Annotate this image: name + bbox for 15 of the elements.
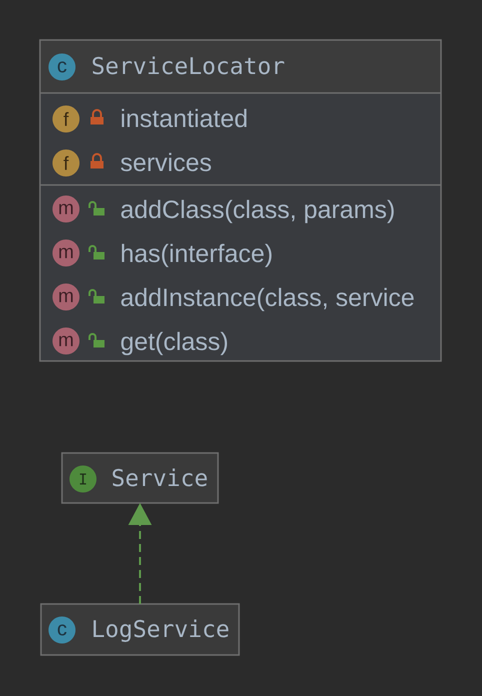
letter-badge: m [52,328,80,354]
method-name: get(class) [121,332,227,356]
letter-badge: I [70,466,96,492]
letter-badge: m [52,196,80,222]
field-name: services [120,152,211,172]
letter-badge: f [52,106,80,132]
letter-badge: c [48,616,76,644]
method-name: has(interface) [122,244,272,268]
field-name: instantiated [122,108,246,128]
method-name: addInstance(class, service [121,288,414,312]
method-name: addClass(class, params) [121,200,394,224]
letter-badge: c [48,54,76,80]
letter-badge: m [52,284,80,310]
letter-badge: f [52,150,80,176]
letter-badge: m [52,240,80,266]
